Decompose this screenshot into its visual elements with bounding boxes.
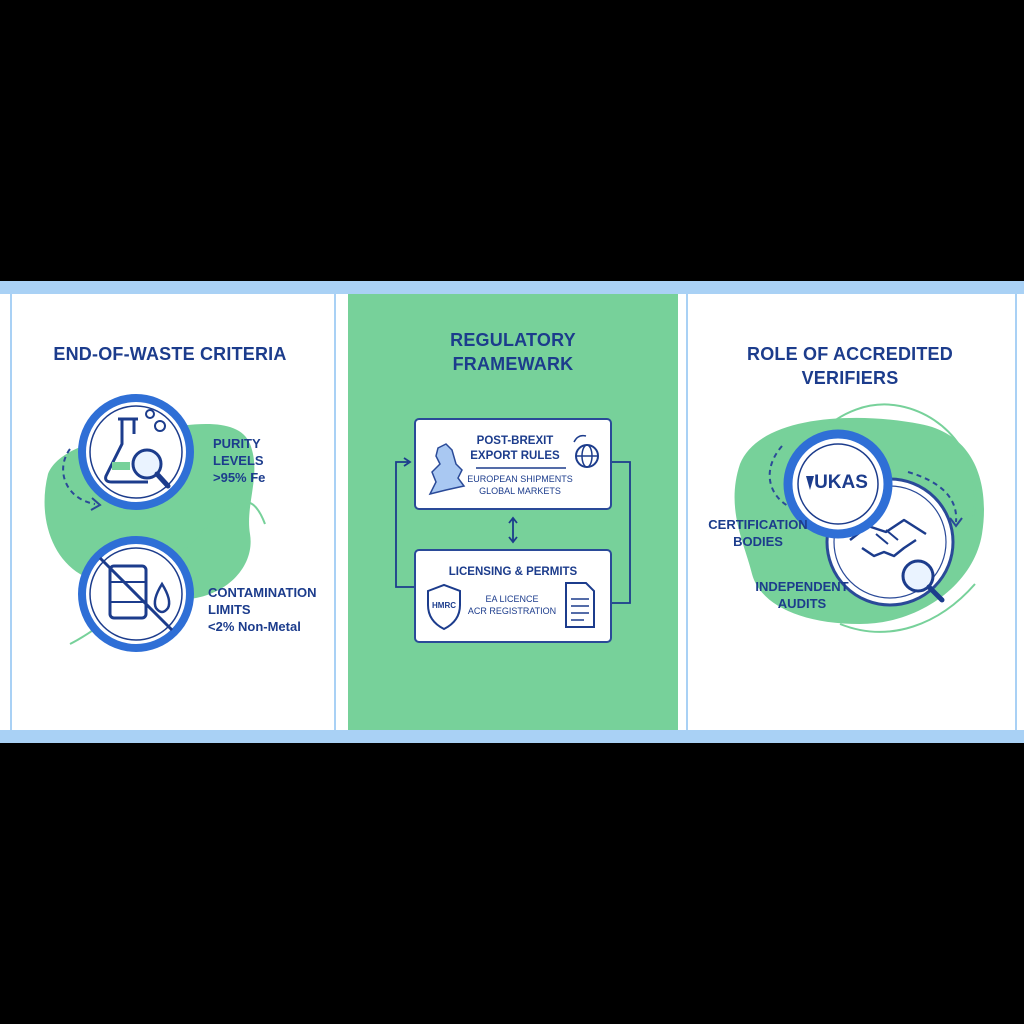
infographic-strip: END-OF-WASTE CRITERIA PURITY LEVELS >95%… bbox=[0, 281, 1024, 743]
top-border-bar bbox=[0, 281, 1024, 294]
arrow-head bbox=[90, 497, 102, 511]
licensing-permits-box: LICENSING & PERMITS HMRC EA LICENCE ACR … bbox=[414, 549, 612, 643]
contamination-label: CONTAMINATION LIMITS <2% Non-Metal bbox=[208, 585, 317, 634]
magnifier-icon bbox=[131, 448, 171, 489]
connector-arrows bbox=[395, 457, 631, 604]
barrel-icon bbox=[108, 564, 148, 620]
accredited-verifiers-panel: ROLE OF ACCREDITED VERIFIERS UKAS CERTIF… bbox=[690, 294, 1012, 730]
regulatory-framework-title: REGULATORY FRAMEWARK bbox=[450, 330, 576, 374]
export-rules-title: POST-BREXIT EXPORT RULES bbox=[470, 435, 560, 462]
certification-bodies-label: CERTIFICATION BODIES bbox=[708, 517, 808, 549]
droplet-icon bbox=[153, 581, 171, 614]
right-panel-art bbox=[734, 403, 985, 633]
export-rules-subtext: EUROPEAN SHIPMENTS GLOBAL MARKETS bbox=[467, 474, 573, 496]
ukas-badge: UKAS bbox=[814, 472, 868, 493]
dashed-arrow bbox=[62, 448, 96, 505]
ukas-badge-ring bbox=[783, 429, 893, 539]
bottom-border-bar bbox=[0, 730, 1024, 743]
document-icon bbox=[565, 582, 595, 628]
globe-icon bbox=[573, 434, 599, 468]
flask-icon bbox=[104, 409, 166, 484]
accredited-verifiers-title: ROLE OF ACCREDITED VERIFIERS bbox=[747, 344, 953, 388]
regulatory-framework-panel: REGULATORY FRAMEWARK PO bbox=[348, 294, 678, 730]
post-brexit-export-box: POST-BREXIT EXPORT RULES EUROPEAN SHIPME… bbox=[414, 418, 612, 510]
licensing-title: LICENSING & PERMITS bbox=[448, 566, 578, 578]
ukas-crown-mark bbox=[806, 476, 814, 490]
uk-map-icon bbox=[428, 443, 466, 496]
independent-audits-label: INDEPENDENT AUDITS bbox=[755, 579, 849, 611]
licensing-subtext: EA LICENCE ACR REGISTRATION bbox=[467, 594, 557, 616]
end-of-waste-title: END-OF-WASTE CRITERIA bbox=[53, 344, 287, 364]
purity-label: PURITY LEVELS >95% Fe bbox=[213, 436, 266, 485]
magnifier-icon bbox=[901, 559, 945, 603]
shield-label: HMRC bbox=[432, 601, 456, 610]
end-of-waste-panel: END-OF-WASTE CRITERIA PURITY LEVELS >95%… bbox=[0, 294, 340, 730]
shield-icon bbox=[427, 583, 461, 631]
left-panel-art bbox=[44, 394, 266, 652]
purity-icon-ring bbox=[78, 394, 194, 510]
prohibited-slash bbox=[98, 556, 174, 632]
